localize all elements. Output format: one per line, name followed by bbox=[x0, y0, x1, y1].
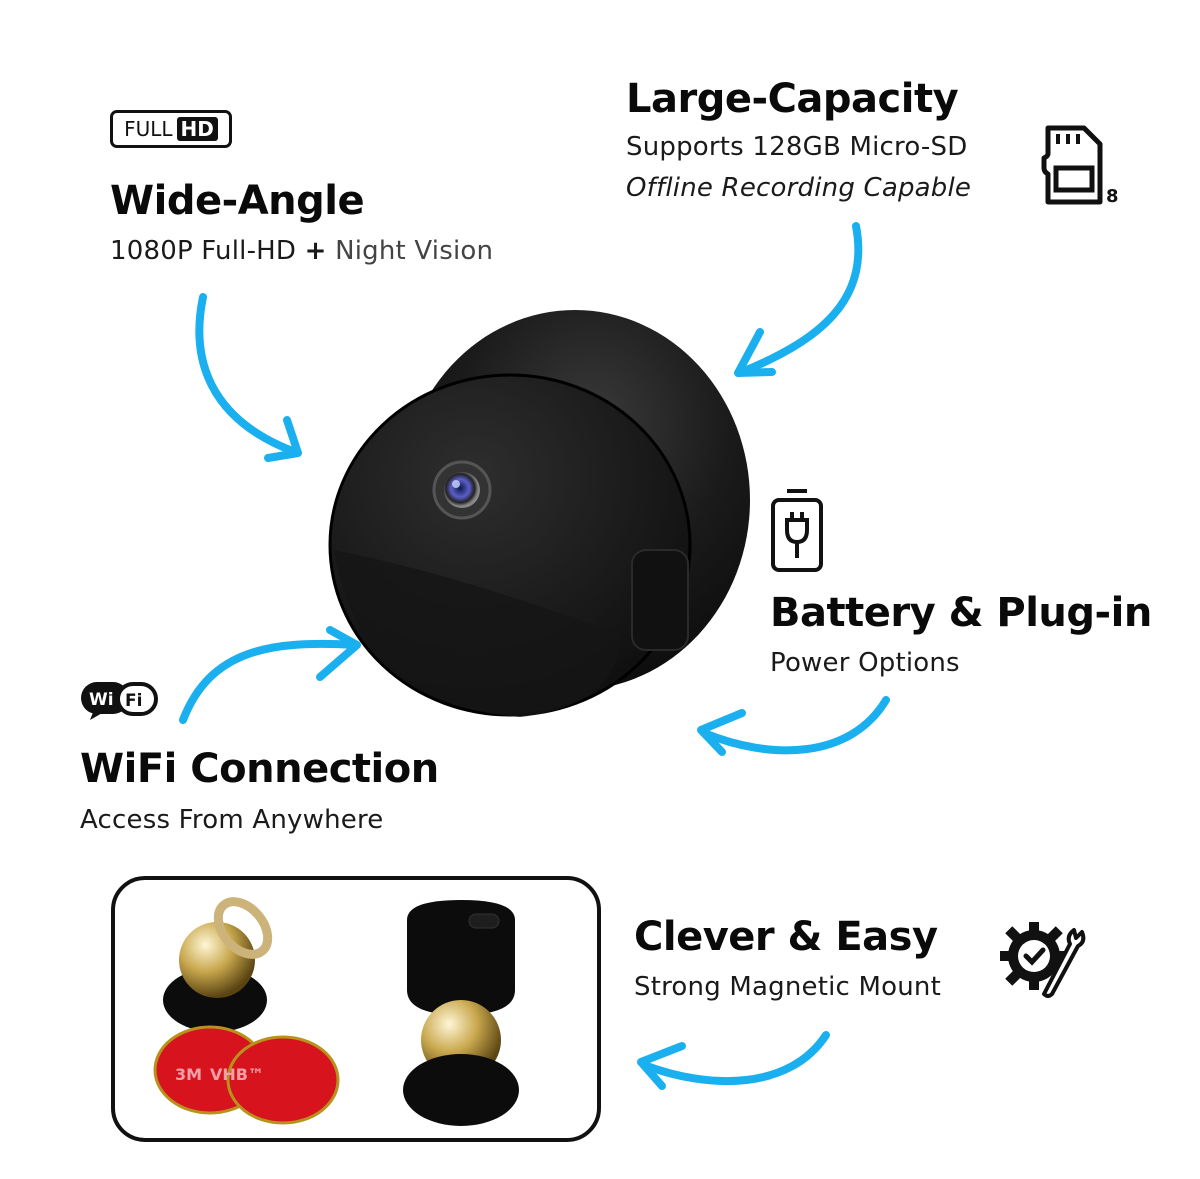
battery-subtitle: Power Options bbox=[770, 648, 960, 678]
full-label: FULL bbox=[124, 117, 173, 141]
svg-text:VHB™: VHB™ bbox=[210, 1065, 264, 1084]
camera-product-image bbox=[320, 305, 760, 725]
wifi-title: WiFi Connection bbox=[80, 746, 439, 792]
wide-angle-subtitle: 1080P Full-HD + Night Vision bbox=[110, 236, 493, 266]
arrow-large-capacity bbox=[738, 222, 863, 376]
resolution-text: 1080P Full-HD bbox=[110, 236, 297, 266]
arrow-wifi bbox=[179, 639, 359, 724]
battery-plug-icon bbox=[770, 488, 824, 574]
sd-support-text: Supports 128GB Micro-SD bbox=[626, 132, 968, 162]
sd-card-icon: 8 bbox=[1040, 124, 1122, 206]
mount-subtitle: Strong Magnetic Mount bbox=[634, 972, 941, 1002]
full-hd-badge-icon: FULL HD bbox=[110, 110, 232, 148]
wifi-subtitle: Access From Anywhere bbox=[80, 805, 384, 835]
svg-text:8: 8 bbox=[1106, 186, 1119, 206]
battery-title: Battery & Plug-in bbox=[770, 590, 1152, 636]
arrow-wide-angle bbox=[195, 293, 299, 456]
plus-sign: + bbox=[304, 236, 327, 266]
svg-text:3M: 3M bbox=[175, 1065, 202, 1084]
offline-recording-text: Offline Recording Capable bbox=[626, 173, 972, 203]
svg-text:Wi: Wi bbox=[89, 690, 114, 710]
arrow-mount bbox=[640, 1031, 830, 1086]
svg-text:Fi: Fi bbox=[125, 691, 142, 711]
wide-angle-title: Wide-Angle bbox=[110, 178, 365, 224]
mount-title: Clever & Easy bbox=[634, 914, 938, 960]
night-vision-text: Night Vision bbox=[335, 236, 494, 266]
wifi-badge-icon: Wi Fi bbox=[80, 680, 158, 720]
gear-wrench-check-icon bbox=[1000, 920, 1090, 1000]
mount-product-image: 3M VHB™ bbox=[111, 876, 601, 1142]
arrow-battery bbox=[700, 696, 890, 755]
large-capacity-title: Large-Capacity bbox=[626, 76, 959, 122]
hd-label: HD bbox=[176, 117, 218, 141]
